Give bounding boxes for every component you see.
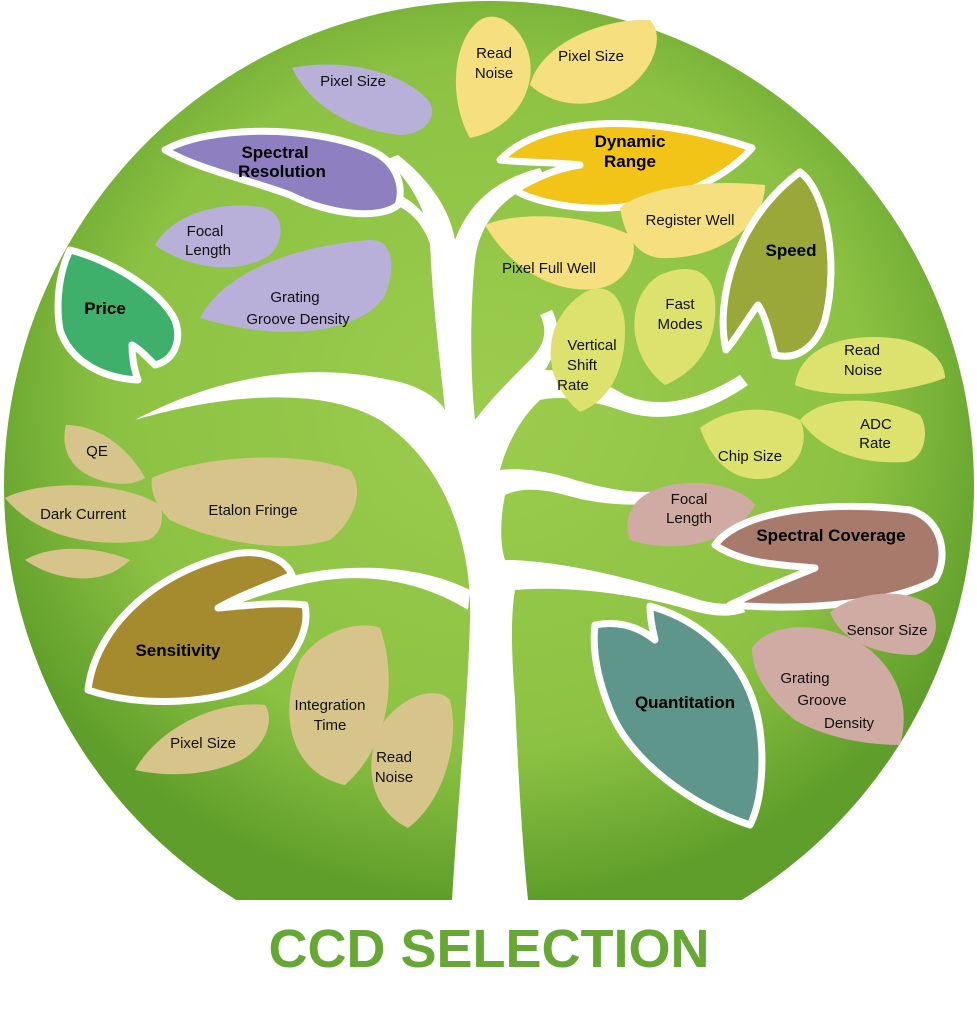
speed-fast-modes-label-2: Modes: [657, 316, 702, 333]
speed-read-noise-label-2: Noise: [844, 362, 882, 379]
sens-integration-time-label-2: Time: [314, 717, 347, 734]
leaf-speed-fast-modes: [634, 268, 716, 385]
dynamic-read-noise-label: Read: [476, 45, 512, 62]
speed-adc-rate-label-2: Rate: [859, 435, 891, 452]
spectral-cov-sensor-size-label: Sensor Size: [847, 622, 928, 639]
leaf-spectral-cov-focal-length: [627, 482, 755, 547]
leaf-dynamic-pixel-size: [530, 19, 657, 104]
spectral-coverage-group: Focal Length Spectral Coverage Sensor Si…: [627, 482, 946, 745]
sens-read-noise-label-2: Noise: [375, 769, 413, 786]
leaf-spectral-cov-sensor-size: [830, 593, 936, 655]
dynamic-read-noise-label-2: Noise: [475, 65, 513, 82]
leaf-sens-etalon-fringe: [151, 457, 358, 547]
spectral-cov-grating-label-2: Groove: [797, 692, 846, 709]
spectral-cov-grating-label-3: Density: [824, 715, 875, 732]
sens-read-noise-label: Read: [376, 749, 412, 766]
dynamic-range-label-2: Range: [604, 152, 656, 171]
leaf-spectral-cov-grating: [752, 627, 904, 745]
leaf-spectral-res-pixel-size: [292, 64, 433, 135]
price-group: Price: [54, 246, 182, 384]
diagram-title: CCD SELECTION: [268, 919, 709, 979]
speed-vertical-shift-label-2: Shift: [567, 357, 598, 374]
leaf-dynamic-read-noise: [455, 16, 531, 138]
sens-pixel-size-label: Pixel Size: [170, 735, 236, 752]
speed-fast-modes-label: Fast: [665, 296, 695, 313]
leaf-sens-integration-time: [289, 625, 389, 785]
sensitivity-group: QE Dark Current Etalon Fringe Sensitivit…: [5, 425, 454, 828]
quantitation-label: Quantitation: [635, 693, 735, 712]
dynamic-register-well-label: Register Well: [646, 212, 735, 229]
leaf-speed-read-noise: [795, 337, 945, 394]
speed-label: Speed: [765, 241, 816, 260]
spectral-coverage-label: Spectral Coverage: [756, 526, 905, 545]
spectral-resolution-group: Pixel Size Spectral Resolution Focal Len…: [155, 64, 433, 332]
sensitivity-label: Sensitivity: [135, 641, 221, 660]
dynamic-range-label: Dynamic: [595, 132, 666, 151]
leaf-speed-adc-rate: [800, 400, 925, 463]
spectral-res-focal-length-label-2: Length: [185, 242, 231, 259]
spectral-resolution-label-2: Resolution: [238, 162, 326, 181]
sens-etalon-fringe-label: Etalon Fringe: [208, 502, 297, 519]
spectral-res-focal-length-label: Focal: [187, 223, 224, 240]
dynamic-pixel-size-label: Pixel Size: [558, 48, 624, 65]
leaf-price: [54, 246, 182, 384]
leaf-spectral-resolution: [161, 127, 404, 218]
leaf-sens-qe: [64, 425, 145, 484]
leaf-sens-pixel-size: [135, 704, 269, 775]
leaf-speed-chip-size: [700, 409, 804, 480]
leaf-dynamic-pixel-full-well: [485, 216, 634, 290]
dynamic-range-group: Read Noise Pixel Size Dynamic Range Regi…: [455, 16, 765, 290]
leaf-spectral-res-focal-length: [155, 205, 281, 268]
speed-adc-rate-label: ADC: [860, 416, 892, 433]
sens-integration-time-label: Integration: [295, 697, 366, 714]
spectral-res-grating-label: Grating: [270, 289, 319, 306]
speed-vertical-shift-label: Vertical: [567, 337, 616, 354]
dynamic-pixel-full-well-label: Pixel Full Well: [502, 260, 596, 277]
leaf-dynamic-register-well: [620, 182, 765, 259]
speed-vertical-shift-label-3: Rate: [557, 377, 589, 394]
speed-read-noise-label: Read: [844, 342, 880, 359]
spectral-resolution-label: Spectral: [241, 143, 308, 162]
leaf-quantitation: [590, 602, 766, 829]
leaf-speed: [719, 168, 835, 360]
speed-group: Speed Fast Modes Vertical Shift Rate Rea…: [550, 168, 945, 480]
spectral-res-grating-label-2: Groove Density: [246, 311, 350, 328]
spectral-cov-focal-length-label: Focal: [671, 491, 708, 508]
speed-chip-size-label: Chip Size: [718, 448, 782, 465]
sens-qe-label: QE: [86, 443, 108, 460]
spectral-cov-focal-length-label-2: Length: [666, 510, 712, 527]
price-label: Price: [84, 299, 126, 318]
leaf-sens-lower-left: [25, 548, 130, 579]
leaf-sens-read-noise: [371, 693, 454, 828]
sens-dark-current-label: Dark Current: [40, 506, 127, 523]
leaf-speed-vertical-shift: [550, 288, 625, 412]
leaf-sensitivity: [84, 549, 310, 705]
leaf-sens-dark-current: [5, 485, 162, 543]
spectral-res-pixel-size-label: Pixel Size: [320, 73, 386, 90]
quantitation-group: Quantitation: [590, 602, 766, 829]
spectral-cov-grating-label: Grating: [780, 670, 829, 687]
leaf-spectral-res-grating: [200, 240, 392, 332]
